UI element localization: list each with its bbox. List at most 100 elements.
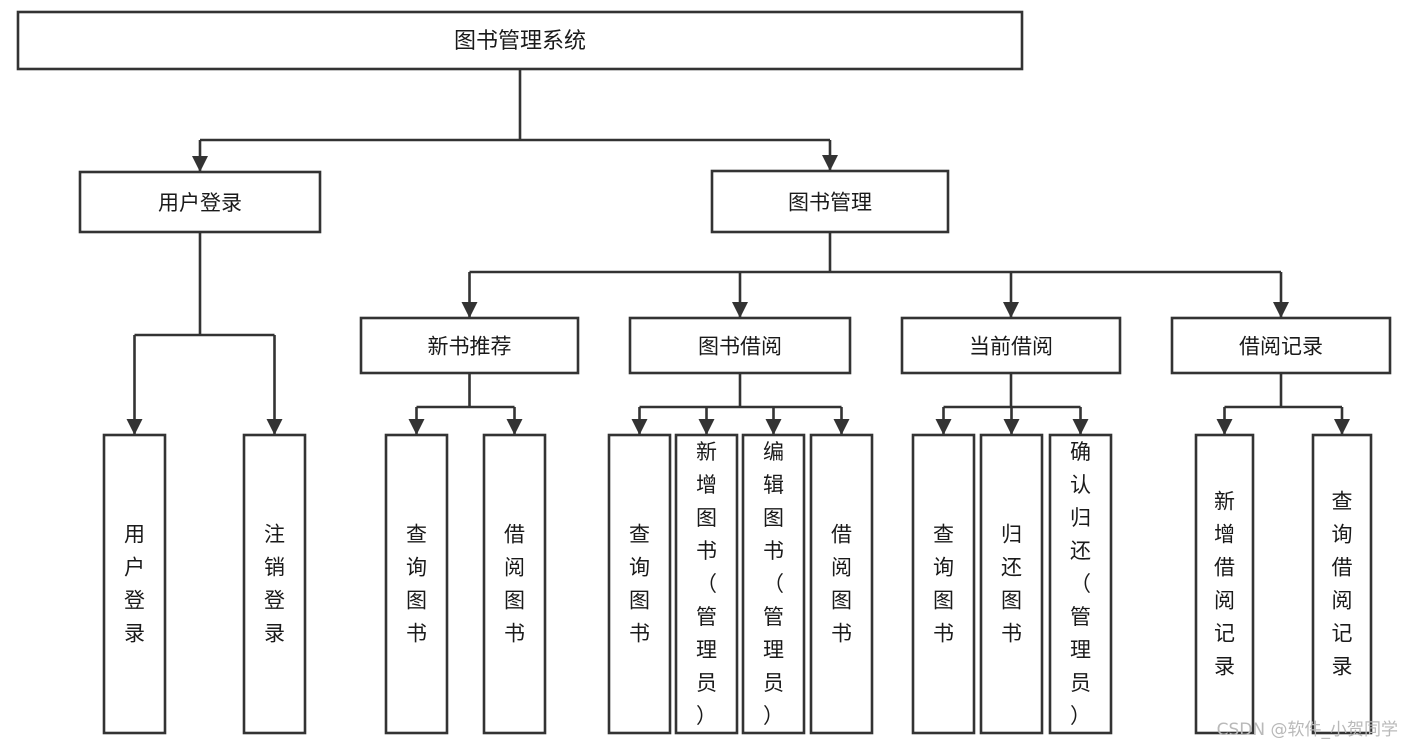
leaf-node-leaf-add-record-label-char: 新 (1214, 490, 1235, 514)
current-borrow-to-leaves-arrow-2 (1072, 419, 1089, 435)
leaf-node-leaf-query-book-borrow-rect[interactable] (607, 433, 672, 735)
new-book-rec-to-leaves-arrow-0 (408, 419, 425, 435)
leaf-node-leaf-query-record-label-char: 阅 (1332, 589, 1353, 613)
level2-node-borrow-record-label: 借阅记录 (1239, 335, 1323, 359)
leaf-node-leaf-confirm-return-label-char: ） (1070, 704, 1091, 728)
leaf-node-leaf-user-logout-label-char: 录 (264, 622, 285, 646)
leaf-node-leaf-add-book-label-char: 员 (696, 671, 717, 695)
leaf-node-leaf-query-book-borrow-label-char: 书 (629, 622, 650, 646)
leaf-node-leaf-edit-book-label-char: 理 (763, 638, 784, 662)
leaf-node-leaf-return-book-rect[interactable] (979, 433, 1044, 735)
leaf-node-leaf-user-logout-label-char: 销 (264, 556, 285, 580)
leaf-node-leaf-user-login-label-char: 用 (124, 523, 145, 547)
current-borrow-to-leaves-arrow-0 (935, 419, 952, 435)
leaf-node-leaf-confirm-return-label-char: （ (1070, 572, 1091, 596)
root-to-level1-arrow-1 (822, 155, 838, 171)
leaf-node-leaf-borrow-book-rec-label-char: 借 (504, 523, 525, 547)
book-borrow-to-leaves-arrow-0 (631, 419, 648, 435)
level2-node-new-book-rec-rect[interactable] (359, 316, 580, 375)
leaf-node-leaf-query-record-label-char: 询 (1332, 523, 1353, 547)
level2-node-book-borrow[interactable]: 图书借阅 (628, 316, 852, 375)
leaf-node-leaf-edit-book-rect[interactable] (741, 433, 806, 735)
leaf-node-leaf-user-logout-rect[interactable] (242, 433, 307, 735)
leaf-node-leaf-user-login-label-char: 户 (124, 556, 145, 580)
leaf-node-leaf-add-book-label-char: （ (696, 572, 717, 596)
leaf-node-leaf-user-login-label-char: 录 (124, 622, 145, 646)
leaf-node-leaf-return-book-label-char: 书 (1001, 622, 1022, 646)
leaf-node-leaf-return-book-label-char: 图 (1001, 589, 1022, 613)
leaf-node-leaf-borrow-book-rect[interactable] (809, 433, 874, 735)
leaf-node-leaf-confirm-return-label-char: 归 (1070, 506, 1091, 530)
current-borrow-to-leaves-arrow-1 (1003, 419, 1020, 435)
leaf-node-leaf-query-record-rect[interactable] (1311, 433, 1373, 735)
leaf-node-leaf-query-record-label-char: 查 (1332, 490, 1353, 514)
new-book-rec-to-leaves-arrow-1 (506, 419, 523, 435)
leaf-node-leaf-query-book-rec-rect[interactable] (384, 433, 449, 735)
book-borrow-to-leaves-arrow-2 (765, 419, 782, 435)
level1-node-book-manage[interactable]: 图书管理 (710, 169, 950, 234)
leaf-node-leaf-add-record-rect[interactable] (1194, 433, 1255, 735)
leaf-node-leaf-add-book-label-char: 图 (696, 506, 717, 530)
leaf-node-leaf-borrow-book-label-char: 借 (831, 523, 852, 547)
root-to-level1-arrow-0 (192, 156, 208, 172)
leaf-node-leaf-query-book-cur-label-char: 书 (933, 622, 954, 646)
book-borrow-to-leaves-arrow-3 (833, 419, 850, 435)
leaf-node-leaf-query-book-borrow-label-char: 图 (629, 589, 650, 613)
level2-node-borrow-record[interactable]: 借阅记录 (1170, 316, 1392, 375)
leaf-node-leaf-edit-book-label-char: 图 (763, 506, 784, 530)
leaf-node-leaf-edit-book-label-char: 书 (763, 539, 784, 563)
leaf-node-leaf-return-book-label-char: 归 (1001, 523, 1022, 547)
level2-node-book-borrow-rect[interactable] (628, 316, 852, 375)
leaf-node-leaf-user-login[interactable]: 用户登录 (102, 433, 167, 735)
leaf-node-leaf-borrow-book-rec-rect[interactable] (482, 433, 547, 735)
level2-node-current-borrow-label: 当前借阅 (969, 335, 1053, 359)
leaf-node-leaf-query-book-cur-label-char: 图 (933, 589, 954, 613)
leaf-node-leaf-user-logout-label-char: 注 (264, 523, 285, 547)
leaf-node-leaf-confirm-return-label-char: 员 (1070, 671, 1091, 695)
leaf-node-leaf-query-book-cur-rect[interactable] (911, 433, 976, 735)
leaf-node-leaf-edit-book-label-char: ） (763, 704, 784, 728)
level1-node-book-manage-rect[interactable] (710, 169, 950, 234)
leaf-node-leaf-borrow-book-rec-label-char: 书 (504, 622, 525, 646)
level2-node-current-borrow[interactable]: 当前借阅 (900, 316, 1122, 375)
level2-node-book-borrow-label: 图书借阅 (698, 335, 782, 359)
leaf-node-leaf-add-book-rect[interactable] (674, 433, 739, 735)
root-node-图书管理系统[interactable]: 图书管理系统 (16, 10, 1024, 71)
bookmanage-to-level2-arrow-0 (461, 302, 478, 318)
leaf-node-leaf-add-record-label-char: 阅 (1214, 589, 1235, 613)
leaf-node-leaf-query-book-rec-label-char: 询 (406, 556, 427, 580)
leaf-node-leaf-query-book-rec-label-char: 图 (406, 589, 427, 613)
leaf-node-leaf-edit-book-label-char: （ (763, 572, 784, 596)
leaf-node-leaf-borrow-book-rec-label-char: 阅 (504, 556, 525, 580)
leaf-node-leaf-add-record-label-char: 记 (1214, 622, 1235, 646)
leaf-node-leaf-user-login-rect[interactable] (102, 433, 167, 735)
leaf-node-leaf-add-record-label-char: 增 (1214, 523, 1235, 547)
userlogin-to-leaves-arrow-0 (126, 419, 143, 435)
leaf-node-leaf-query-record-label-char: 录 (1332, 655, 1353, 679)
leaf-node-leaf-edit-book-label-char: 管 (763, 605, 784, 629)
level1-node-user-login-rect[interactable] (78, 170, 322, 234)
level2-node-new-book-rec[interactable]: 新书推荐 (359, 316, 580, 375)
level2-node-borrow-record-rect[interactable] (1170, 316, 1392, 375)
level2-node-current-borrow-rect[interactable] (900, 316, 1122, 375)
root-node-图书管理系统-rect[interactable] (16, 10, 1024, 71)
leaf-node-leaf-add-book-label-char: 管 (696, 605, 717, 629)
leaf-node-leaf-confirm-return-rect[interactable] (1048, 433, 1113, 735)
level1-node-user-login-label: 用户登录 (158, 191, 242, 215)
level1-node-user-login[interactable]: 用户登录 (78, 170, 322, 234)
leaf-node-leaf-confirm-return-label-char: 还 (1070, 539, 1091, 563)
leaf-node-leaf-borrow-book-label-char: 阅 (831, 556, 852, 580)
